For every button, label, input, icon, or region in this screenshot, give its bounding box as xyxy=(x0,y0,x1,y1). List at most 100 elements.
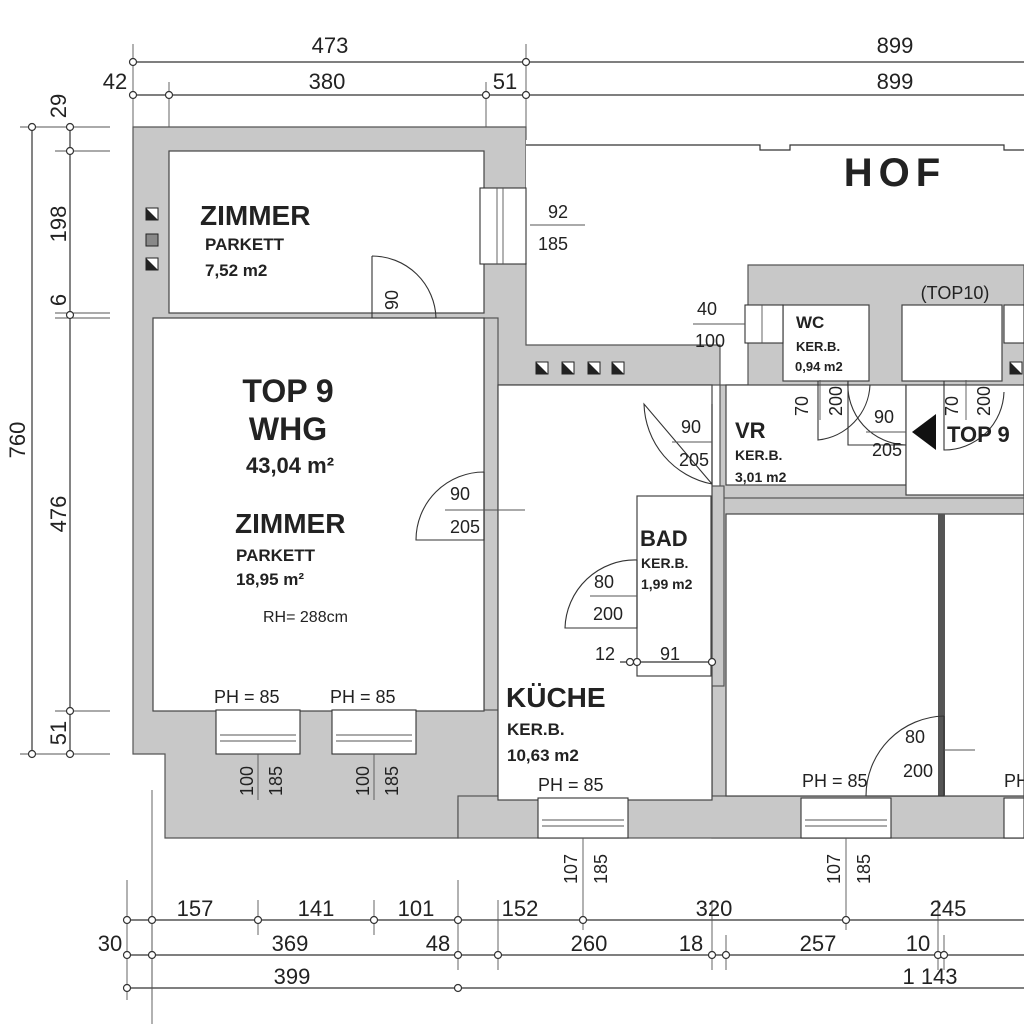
dim-bot-257: 257 xyxy=(800,931,837,956)
hof-label: HOF xyxy=(844,151,946,195)
door-main-w: 90 xyxy=(450,484,470,504)
dim-left-476: 476 xyxy=(46,496,71,533)
zimmer-main-ceiling: RH= 288cm xyxy=(263,609,348,626)
kueche-area: 10,63 m2 xyxy=(507,746,579,765)
entry-door-w: 90 xyxy=(874,407,894,427)
top10-door-w: 70 xyxy=(942,396,962,416)
wc-name: WC xyxy=(796,313,824,332)
bad-floor: KER.B. xyxy=(641,555,688,571)
zimmer-small-name: ZIMMER xyxy=(200,200,310,231)
dim-bot-320: 320 xyxy=(696,896,733,921)
bad-name: BAD xyxy=(640,526,688,551)
zimmer-main-name: ZIMMER xyxy=(235,508,345,539)
window-kueche xyxy=(537,797,629,839)
zimmer-small-floor: PARKETT xyxy=(205,235,285,254)
windows xyxy=(215,187,1024,839)
left-dimensions: 760 29 198 6 476 51 xyxy=(5,94,110,759)
win3-w: 107 xyxy=(561,854,581,884)
window-zimmer-1 xyxy=(215,709,301,755)
vr-floor: KER.B. xyxy=(735,447,782,463)
door-small-zimmer-dim: 90 xyxy=(382,290,402,310)
room-wc xyxy=(782,304,870,382)
top10-door-h: 200 xyxy=(974,386,994,416)
dim-top-473: 473 xyxy=(312,33,349,58)
dim-bot-18: 18 xyxy=(679,931,703,956)
dim-left-29: 29 xyxy=(46,94,71,118)
right-door-h: 200 xyxy=(903,761,933,781)
room-right-lower xyxy=(725,513,1024,797)
dim-top-899-b: 899 xyxy=(877,69,914,94)
room-top10 xyxy=(901,304,1003,382)
door-swings xyxy=(371,255,1005,797)
vr-area: 3,01 m2 xyxy=(735,469,787,485)
door-vr-w: 90 xyxy=(681,417,701,437)
win-hof-h: 185 xyxy=(538,234,568,254)
room-vr xyxy=(725,384,907,486)
win4-h: 185 xyxy=(854,854,874,884)
window-right-edge xyxy=(1003,797,1024,839)
win2-w: 100 xyxy=(353,766,373,796)
bad-dim-a: 12 xyxy=(595,644,615,664)
win1-ph: PH = 85 xyxy=(214,687,280,707)
zimmer-small-area: 7,52 m2 xyxy=(205,261,267,280)
win5-ph: PH xyxy=(1004,771,1024,791)
win4-ph: PH = 85 xyxy=(802,771,868,791)
win2-h: 185 xyxy=(382,766,402,796)
win4-w: 107 xyxy=(824,854,844,884)
win3-ph: PH = 85 xyxy=(538,775,604,795)
dim-top-51: 51 xyxy=(493,69,517,94)
window-top10 xyxy=(1003,304,1024,344)
window-zimmer-2 xyxy=(331,709,417,755)
bad-dim-b: 91 xyxy=(660,644,680,664)
room-bad xyxy=(636,495,712,677)
dim-left-198: 198 xyxy=(46,206,71,243)
win1-w: 100 xyxy=(237,766,257,796)
dim-bot-260: 260 xyxy=(571,931,608,956)
zimmer-main-floor: PARKETT xyxy=(236,546,316,565)
kueche-floor: KER.B. xyxy=(507,720,565,739)
apartment-name: TOP 9 xyxy=(242,373,333,409)
wc-win-h: 100 xyxy=(695,331,725,351)
top-dimensions: 473 899 42 380 51 899 xyxy=(103,33,1024,140)
dim-top-899-a: 899 xyxy=(877,33,914,58)
apartment-area: 43,04 m² xyxy=(246,453,334,478)
dim-top-42: 42 xyxy=(103,69,127,94)
door-main-h: 205 xyxy=(450,517,480,537)
room-zimmer-main xyxy=(152,317,485,712)
room-zimmer-small xyxy=(168,150,485,314)
dim-bot-369: 369 xyxy=(272,931,309,956)
dim-bot-101: 101 xyxy=(398,896,435,921)
door-vr-h: 205 xyxy=(679,450,709,470)
dim-bot-48: 48 xyxy=(426,931,450,956)
window-right-lower xyxy=(800,797,892,839)
win3-h: 185 xyxy=(591,854,611,884)
entrance-label: TOP 9 xyxy=(947,422,1010,447)
vent-squares xyxy=(145,207,1023,375)
dim-bot-245: 245 xyxy=(930,896,967,921)
zimmer-main-area: 18,95 m² xyxy=(236,570,304,589)
dim-bot-10: 10 xyxy=(906,931,930,956)
door-bad-w: 80 xyxy=(594,572,614,592)
hof-area xyxy=(526,140,1024,263)
dim-top-380: 380 xyxy=(309,69,346,94)
dim-bot-141: 141 xyxy=(298,896,335,921)
dim-left-760: 760 xyxy=(5,422,30,459)
door-bad-h: 200 xyxy=(593,604,623,624)
rooms xyxy=(152,140,1024,801)
dim-bot-399: 399 xyxy=(274,964,311,989)
wc-door-w: 70 xyxy=(792,396,812,416)
dim-bot-157: 157 xyxy=(177,896,214,921)
dim-bot-1143: 1 143 xyxy=(902,964,957,989)
wc-floor: KER.B. xyxy=(796,339,840,354)
neighbor-label: (TOP10) xyxy=(921,283,990,303)
wc-door-h: 200 xyxy=(826,386,846,416)
entry-door-h: 205 xyxy=(872,440,902,460)
bottom-dimensions: 157 141 101 152 320 245 30 369 48 260 18… xyxy=(98,880,1024,1000)
win1-h: 185 xyxy=(266,766,286,796)
dim-left-51: 51 xyxy=(46,721,71,745)
wc-area: 0,94 m2 xyxy=(795,359,843,374)
kueche-name: KÜCHE xyxy=(506,682,606,713)
vr-name: VR xyxy=(735,418,766,443)
apartment-type: WHG xyxy=(249,411,327,447)
dim-left-6: 6 xyxy=(46,294,71,306)
